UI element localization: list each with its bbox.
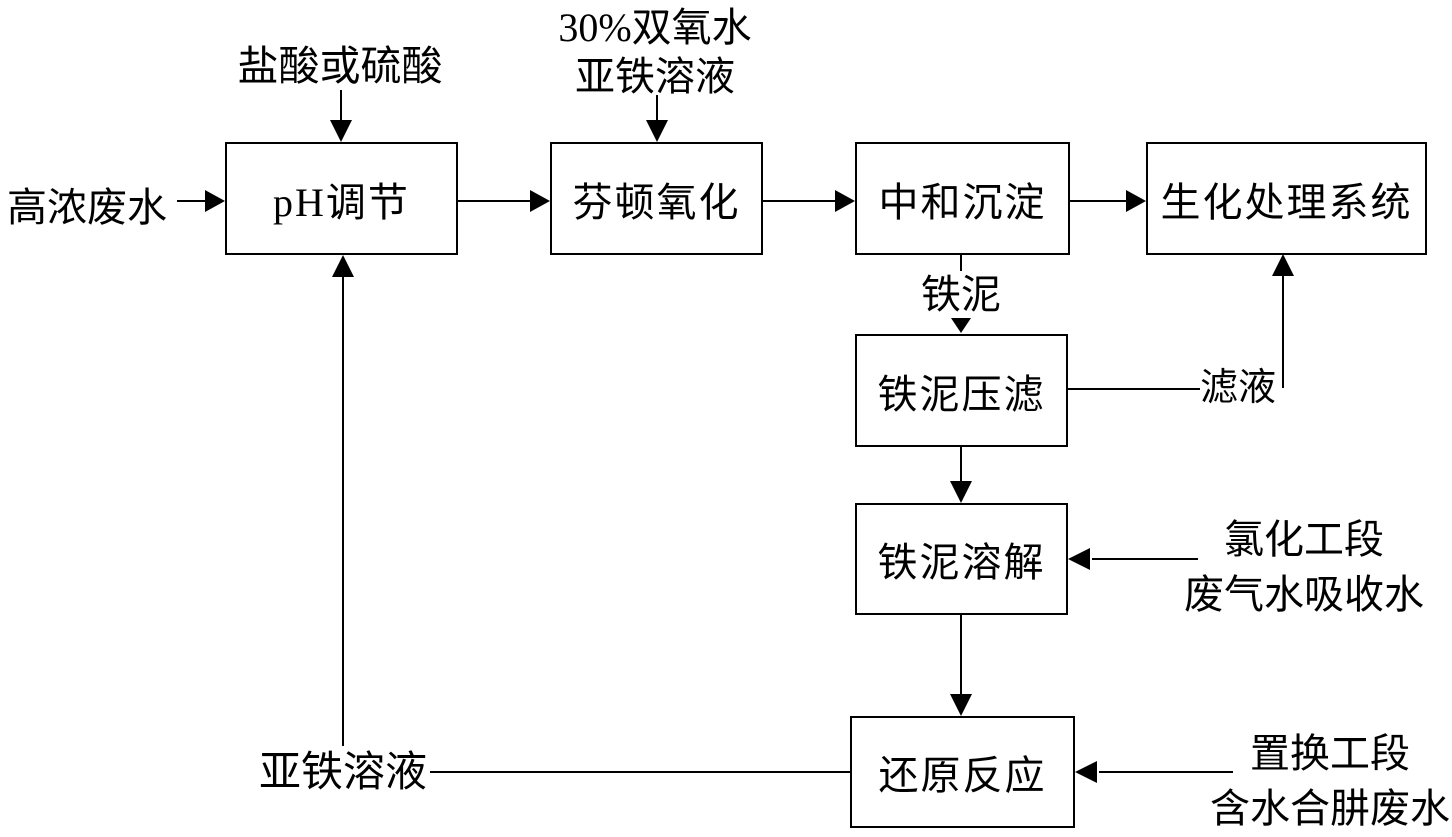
chlorination-section-label: 氯化工段 废气水吸收水 (1184, 512, 1424, 622)
edge-press-to-filtrate-line (1068, 388, 1200, 390)
edge-filtrate-to-biochem-line (1282, 276, 1284, 388)
peroxide-input-line2: 亚铁溶液 (574, 53, 735, 99)
node-ph-adjustment-label: pH调节 (273, 179, 410, 225)
node-ph-adjustment: pH调节 (225, 142, 458, 255)
replacement-section-label: 置换工段 含水合肼废水 (1210, 726, 1450, 836)
node-biochemical-treatment-system: 生化处理系统 (1146, 142, 1427, 255)
edge-ferrous-to-ph-line (342, 277, 344, 746)
edge-chlorination-to-dissolve-line (1092, 558, 1198, 560)
ferrous-solution-label: 亚铁溶液 (259, 750, 428, 796)
arrowhead-right-icon (530, 190, 550, 212)
arrowhead-down-icon (950, 694, 972, 716)
acid-input-label: 盐酸或硫酸 (237, 43, 443, 89)
arrowhead-down-icon (950, 481, 972, 503)
peroxide-ferrous-input-label: 30%双氧水 亚铁溶液 (558, 4, 751, 102)
edge-replacement-to-reduction-line (1099, 771, 1233, 773)
arrowhead-down-icon (330, 120, 352, 142)
node-fenton-oxidation-label: 芬顿氧化 (572, 179, 741, 225)
node-reduction-reaction: 还原反应 (850, 716, 1075, 828)
edge-acid-to-ph-line (340, 90, 342, 120)
node-biochemical-treatment-system-label: 生化处理系统 (1160, 179, 1413, 225)
arrowhead-up-icon (1272, 254, 1294, 276)
filtrate-label: 滤液 (1200, 367, 1277, 409)
arrowhead-left-icon (1075, 761, 1097, 783)
arrowhead-left-icon (1068, 548, 1090, 570)
edge-dissolve-to-reduction-line (960, 615, 962, 694)
edge-neutralize-to-biochem-line (1070, 200, 1126, 202)
arrowhead-right-icon (835, 190, 855, 212)
peroxide-input-line1: 30%双氧水 (558, 5, 752, 50)
edge-neutralize-to-press-line (960, 255, 962, 271)
node-fenton-oxidation: 芬顿氧化 (550, 142, 763, 255)
chlorination-section-line1: 氯化工段 (1224, 517, 1384, 562)
node-iron-sludge-press-filtration-label: 铁泥压滤 (877, 371, 1046, 417)
edge-fenton-to-neutralize-line (763, 200, 835, 202)
node-neutralization-precipitation-label: 中和沉淀 (878, 179, 1047, 225)
node-iron-sludge-dissolution-label: 铁泥溶解 (877, 540, 1046, 585)
edge-peroxide-to-fenton-line (656, 95, 658, 120)
arrowhead-right-icon (1126, 190, 1146, 212)
node-iron-sludge-dissolution: 铁泥溶解 (855, 503, 1068, 615)
replacement-section-line1: 置换工段 (1250, 731, 1410, 776)
replacement-section-line2: 含水合肼废水 (1210, 786, 1450, 832)
node-reduction-reaction-label: 还原反应 (878, 753, 1047, 798)
influent-label: 高浓废水 (7, 185, 167, 230)
edge-reduction-to-ferrous-line (430, 771, 850, 773)
arrowhead-down-icon (646, 120, 668, 142)
iron-sludge-label: 铁泥 (921, 272, 1001, 317)
edge-press-to-dissolve-line (960, 447, 962, 481)
edge-ph-to-fenton-line (458, 200, 530, 202)
arrowhead-right-icon (205, 190, 225, 212)
edge-influent-to-ph-line (177, 200, 205, 202)
arrowhead-down-icon (951, 318, 971, 333)
node-iron-sludge-press-filtration: 铁泥压滤 (855, 334, 1068, 447)
arrowhead-up-icon (332, 255, 354, 277)
chlorination-section-line2: 废气水吸收水 (1184, 572, 1424, 618)
node-neutralization-precipitation: 中和沉淀 (855, 142, 1070, 255)
